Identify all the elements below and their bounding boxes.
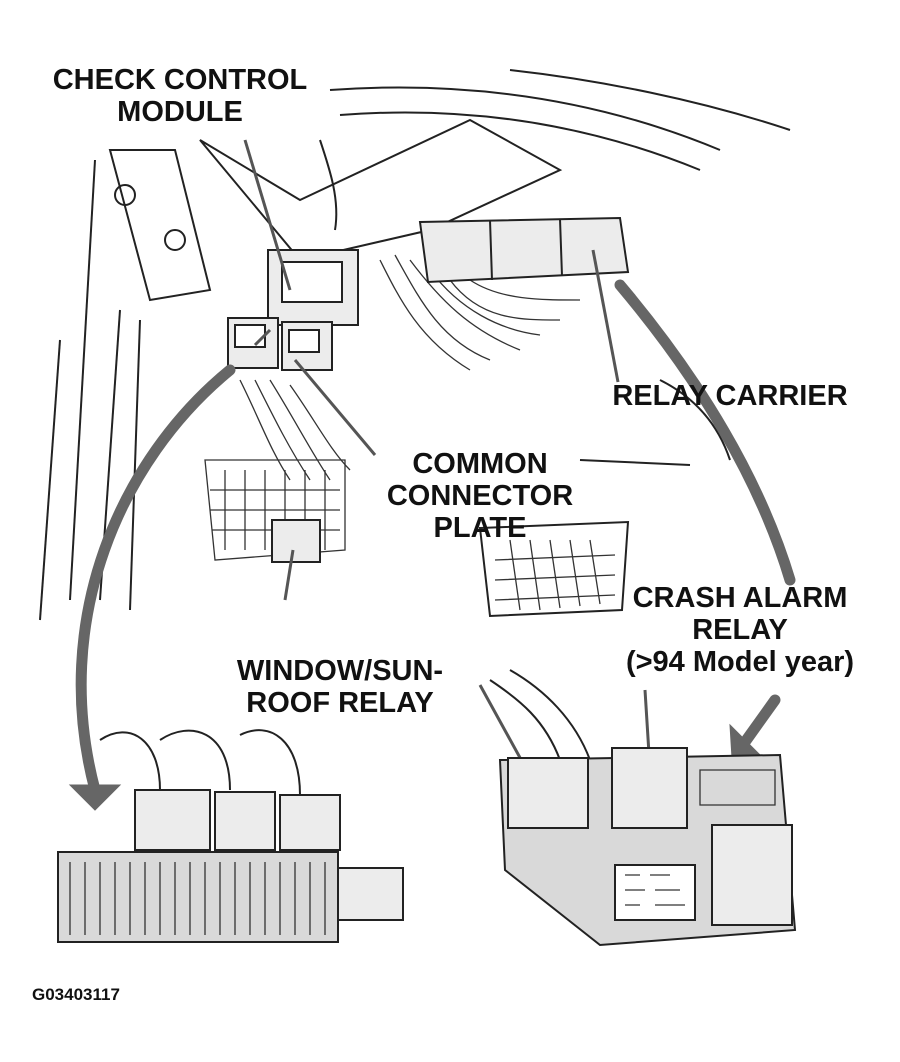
arrow-to-fuse-box bbox=[75, 364, 236, 796]
fuse-box-relay-3 bbox=[279, 794, 341, 851]
label-check-control-module: CHECK CONTROL MODULE bbox=[20, 64, 340, 128]
label-crash-alarm-relay-line2: RELAY bbox=[692, 614, 788, 646]
label-relay-carrier-line1: RELAY CARRIER bbox=[612, 380, 848, 412]
label-common-connector-plate-line2: CONNECTOR bbox=[386, 480, 574, 512]
dashboard-structure bbox=[39, 69, 791, 621]
label-check-control-module-line2: MODULE bbox=[117, 96, 243, 128]
label-window-sunroof-relay-line1: WINDOW/SUN- bbox=[236, 655, 444, 687]
crash-alarm-relay-detail bbox=[611, 747, 688, 829]
grid-panel bbox=[478, 520, 630, 618]
label-crash-alarm-relay: CRASH ALARM RELAY (>94 Model year) bbox=[595, 582, 885, 678]
fuse-box-relay-2 bbox=[214, 791, 276, 851]
label-common-connector-plate: COMMON CONNECTOR PLATE bbox=[360, 448, 600, 544]
label-crash-alarm-relay-line3: (>94 Model year) bbox=[625, 646, 855, 678]
fuse-box-relay-1 bbox=[134, 789, 211, 851]
label-common-connector-plate-line1: COMMON bbox=[412, 448, 548, 480]
label-common-connector-plate-line3: PLATE bbox=[433, 512, 527, 544]
window-sunroof-relay-detail bbox=[507, 757, 589, 829]
fuse-relay-box bbox=[57, 729, 404, 943]
label-window-sunroof-relay-line2: ROOF RELAY bbox=[246, 687, 434, 719]
figure-code: G03403117 bbox=[32, 985, 120, 1004]
label-window-sunroof-relay: WINDOW/SUN- ROOF RELAY bbox=[205, 655, 475, 719]
label-relay-carrier: RELAY CARRIER bbox=[585, 380, 875, 412]
window-sunroof-relay-in-place bbox=[271, 519, 321, 563]
relay-carrier bbox=[418, 216, 630, 284]
arrow-to-crash-relay bbox=[614, 279, 796, 586]
label-check-control-module-line1: CHECK CONTROL bbox=[52, 64, 308, 96]
crash-alarm-relay-box bbox=[489, 669, 797, 947]
label-crash-alarm-relay-line1: CRASH ALARM bbox=[632, 582, 848, 614]
